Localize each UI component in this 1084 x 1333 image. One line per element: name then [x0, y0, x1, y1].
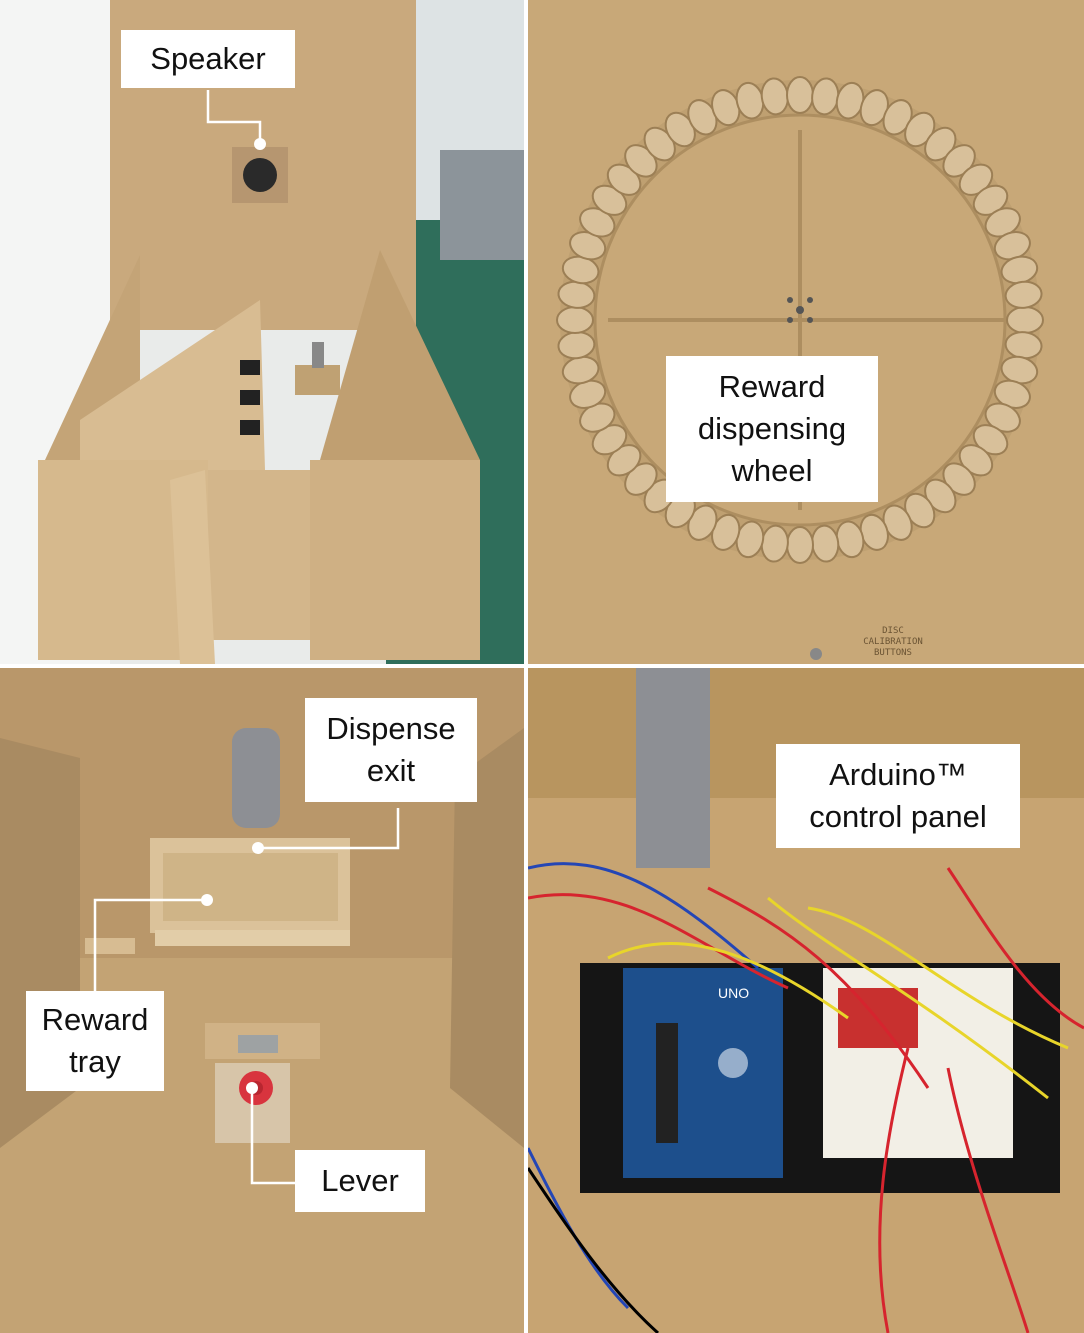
photo-arduino: UNO Arduino™ control panel [528, 668, 1084, 1333]
enclosure-photo [0, 0, 524, 664]
board-text: UNO [718, 985, 749, 1001]
label-dispense-exit: Dispense exit [305, 698, 477, 802]
wheel-photo [528, 0, 1084, 664]
arduino-photo: UNO [528, 668, 1084, 1333]
photo-wheel: DISC CALIBRATION BUTTONS Reward dispensi… [528, 0, 1084, 664]
handwriting-calibration: DISC CALIBRATION BUTTONS [863, 625, 923, 658]
wheel-cup [786, 76, 814, 114]
label-reward-dispensing-wheel: Reward dispensing wheel [666, 356, 878, 502]
label-reward-tray: Reward tray [26, 991, 164, 1091]
label-arduino-control-panel: Arduino™ control panel [776, 744, 1020, 848]
wheel-cup [786, 526, 814, 564]
wheel-cup [556, 306, 594, 334]
wheel-cup [1006, 306, 1044, 334]
wheel-cup [1004, 280, 1043, 309]
photo-tray: Dispense exit Reward tray Lever [0, 668, 524, 1333]
label-lever: Lever [295, 1150, 425, 1212]
photo-enclosure: Speaker [0, 0, 524, 664]
label-speaker: Speaker [121, 30, 295, 88]
